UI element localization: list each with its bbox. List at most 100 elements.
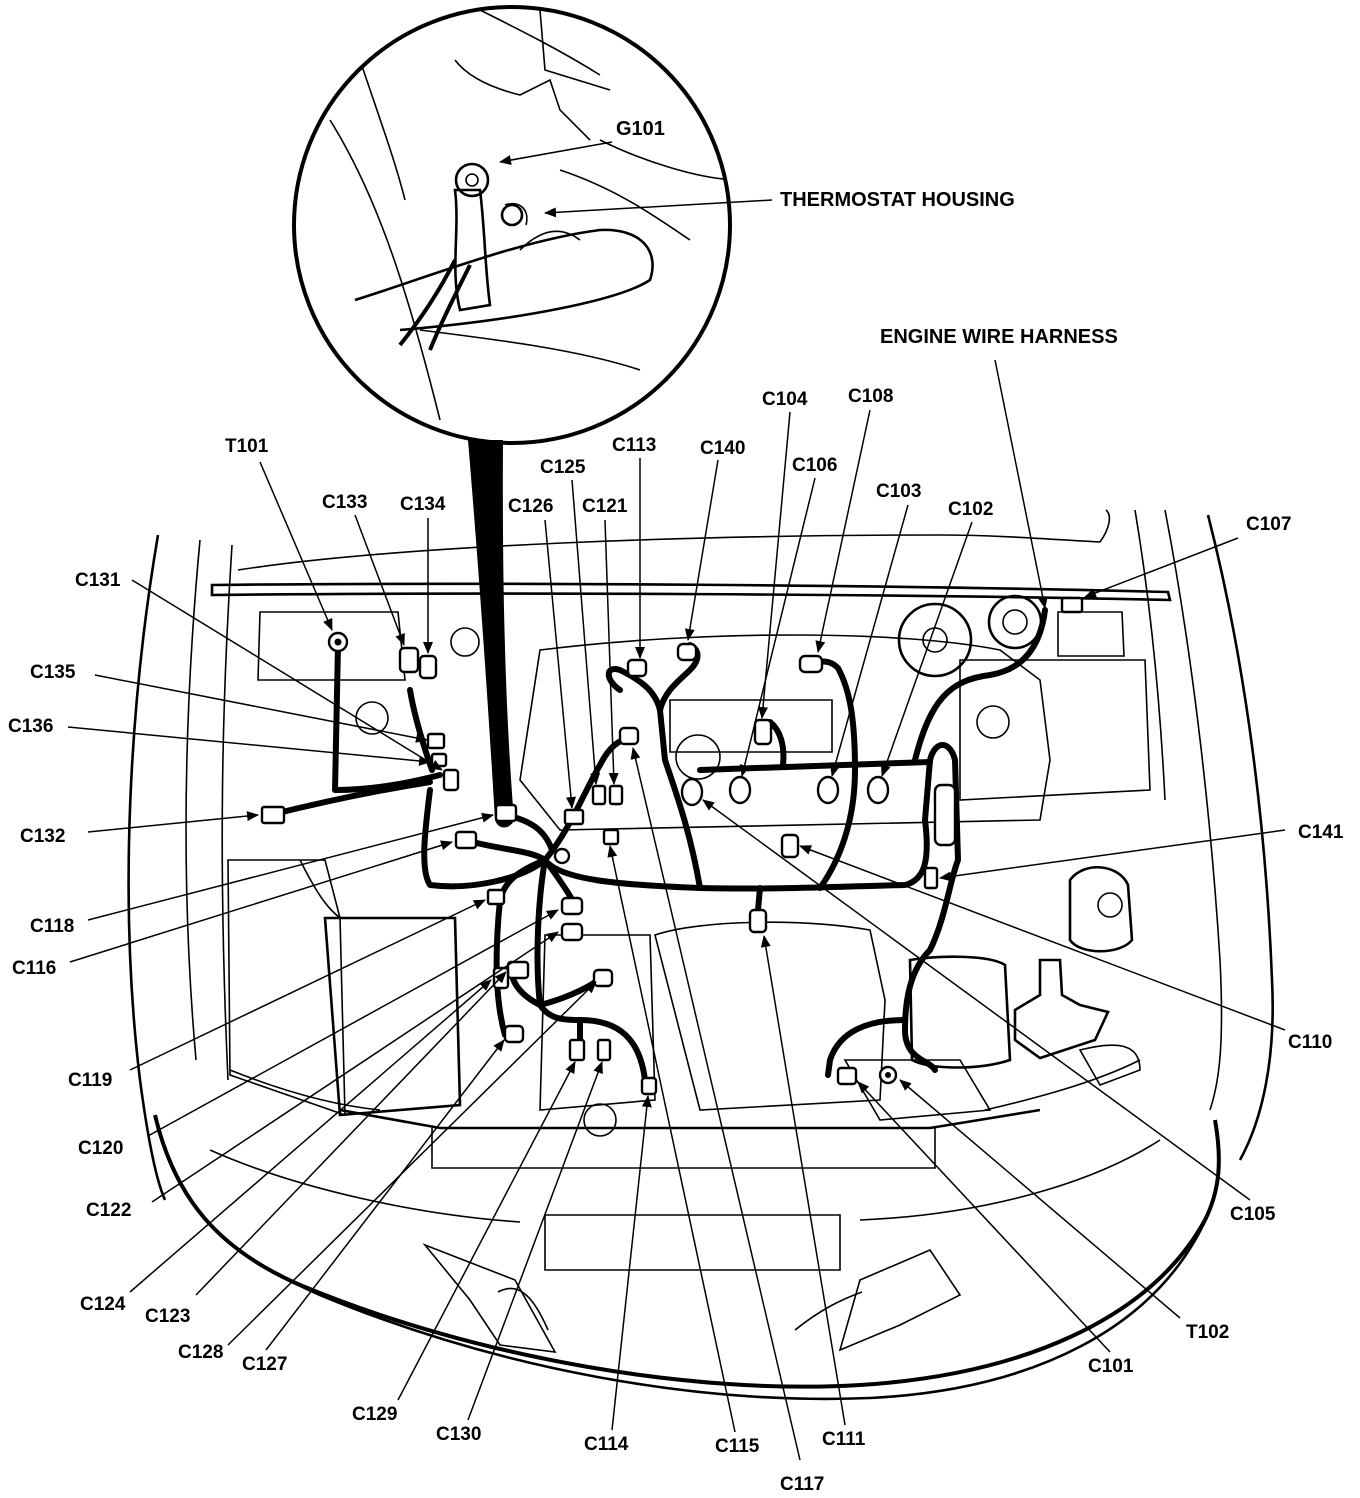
leader-t101 xyxy=(259,461,333,631)
right-fender-line xyxy=(1206,514,1274,1161)
label-c105: C105 xyxy=(1230,1204,1276,1225)
t102-terminal-hole xyxy=(885,1072,891,1078)
label-c126: C126 xyxy=(508,496,553,517)
c117-connector xyxy=(618,726,640,746)
c132-connector xyxy=(260,805,286,825)
inset-line-4 xyxy=(479,9,601,76)
ground-strap xyxy=(453,188,492,312)
leader-c106 xyxy=(739,477,816,777)
c119-connector xyxy=(486,888,506,906)
label-c106: C106 xyxy=(792,455,837,476)
left-fender-line xyxy=(127,534,167,1201)
front-bumper xyxy=(153,1114,1221,1389)
leader-c101 xyxy=(857,1081,1111,1353)
leader-c140 xyxy=(684,459,719,641)
label-t102: T102 xyxy=(1186,1322,1229,1343)
radiator-core xyxy=(431,1128,936,1169)
inset-bolt xyxy=(504,203,528,226)
leader-c122 xyxy=(151,931,559,1203)
wire-c127 xyxy=(493,857,548,1038)
bumper-lower xyxy=(163,1149,1212,1401)
inset-bolt-head xyxy=(500,203,524,227)
leader-c126 xyxy=(544,519,576,809)
label-c135: C135 xyxy=(30,662,76,683)
right-fender-bay xyxy=(959,659,1151,801)
label-c141: C141 xyxy=(1298,822,1344,843)
leader-c132 xyxy=(87,811,259,833)
c124-connector xyxy=(506,960,530,980)
left-intake xyxy=(422,1243,557,1353)
brake-booster-edge xyxy=(1078,1044,1141,1086)
leader-c116 xyxy=(69,840,453,963)
inset-line-3 xyxy=(454,59,591,141)
alternator-area xyxy=(539,934,656,1111)
label-c122: C122 xyxy=(86,1200,131,1221)
leader-c128 xyxy=(227,981,597,1346)
oil-pan-area xyxy=(654,921,886,1111)
wire-t101 xyxy=(332,642,443,793)
pulley-right-hub xyxy=(1002,609,1028,635)
leader-engine-harness xyxy=(994,359,1048,609)
c114-connector xyxy=(640,1076,658,1096)
c113-connector xyxy=(626,658,648,678)
c102-injector xyxy=(866,775,890,805)
label-c140: C140 xyxy=(700,438,745,459)
label-c124: C124 xyxy=(80,1294,126,1315)
left-inner-fender xyxy=(185,539,201,1061)
c126-connector xyxy=(563,808,585,826)
leader-c102 xyxy=(880,521,973,777)
wire-c132 xyxy=(267,779,433,818)
license-area xyxy=(544,1214,841,1271)
label-c114: C114 xyxy=(584,1434,629,1455)
leader-lines xyxy=(67,141,1286,1461)
label-engine-wire-harness: ENGINE WIRE HARNESS xyxy=(880,326,1118,348)
wire-right-run xyxy=(902,742,961,1073)
c105-injector xyxy=(680,777,704,807)
lower-pulley xyxy=(583,1103,617,1137)
c125-connector xyxy=(591,784,607,806)
leader-c135 xyxy=(94,674,428,743)
ground-terminal-hole xyxy=(465,173,479,187)
c131-connector xyxy=(442,768,460,792)
label-c130: C130 xyxy=(436,1424,481,1445)
battery xyxy=(323,916,462,1117)
leader-t102 xyxy=(899,1079,1181,1319)
c130-connector xyxy=(568,1038,586,1062)
label-c127: C127 xyxy=(242,1354,287,1375)
cowl-corner xyxy=(1099,509,1111,543)
label-c133: C133 xyxy=(322,492,367,513)
ground-terminal xyxy=(454,162,490,198)
leader-c118 xyxy=(87,812,494,921)
leader-c133 xyxy=(354,514,405,646)
harness-clip xyxy=(553,847,571,865)
ground-wire-2 xyxy=(428,264,472,351)
label-c113: C113 xyxy=(612,435,656,456)
inset-line-5 xyxy=(539,9,611,91)
radiator-top xyxy=(339,1108,1041,1130)
label-c134: C134 xyxy=(400,494,446,515)
leader-g101 xyxy=(499,141,613,165)
wire-c111 xyxy=(755,885,763,913)
intake-detail-right xyxy=(794,1291,863,1331)
label-c121: C121 xyxy=(582,496,628,517)
label-c123: C123 xyxy=(145,1306,190,1327)
leader-c114 xyxy=(611,1095,652,1431)
c128-connector xyxy=(596,1038,612,1062)
wire-c129 xyxy=(537,977,601,1008)
cowl-line xyxy=(237,534,1101,571)
engine-components xyxy=(227,594,1151,1137)
label-c111: C111 xyxy=(822,1429,866,1450)
leader-c121 xyxy=(604,519,619,785)
right-intake xyxy=(838,1249,962,1352)
pulley-right xyxy=(987,594,1043,650)
label-c129: C129 xyxy=(352,1404,397,1425)
label-c107: C107 xyxy=(1246,514,1291,535)
c120-connector xyxy=(560,922,584,942)
c116-connector xyxy=(454,830,478,850)
label-c110: C110 xyxy=(1288,1032,1332,1053)
leader-thermostat xyxy=(544,199,773,218)
wire-c108 xyxy=(812,658,858,891)
c101-connector xyxy=(836,1066,858,1086)
c129-connector xyxy=(592,968,614,988)
